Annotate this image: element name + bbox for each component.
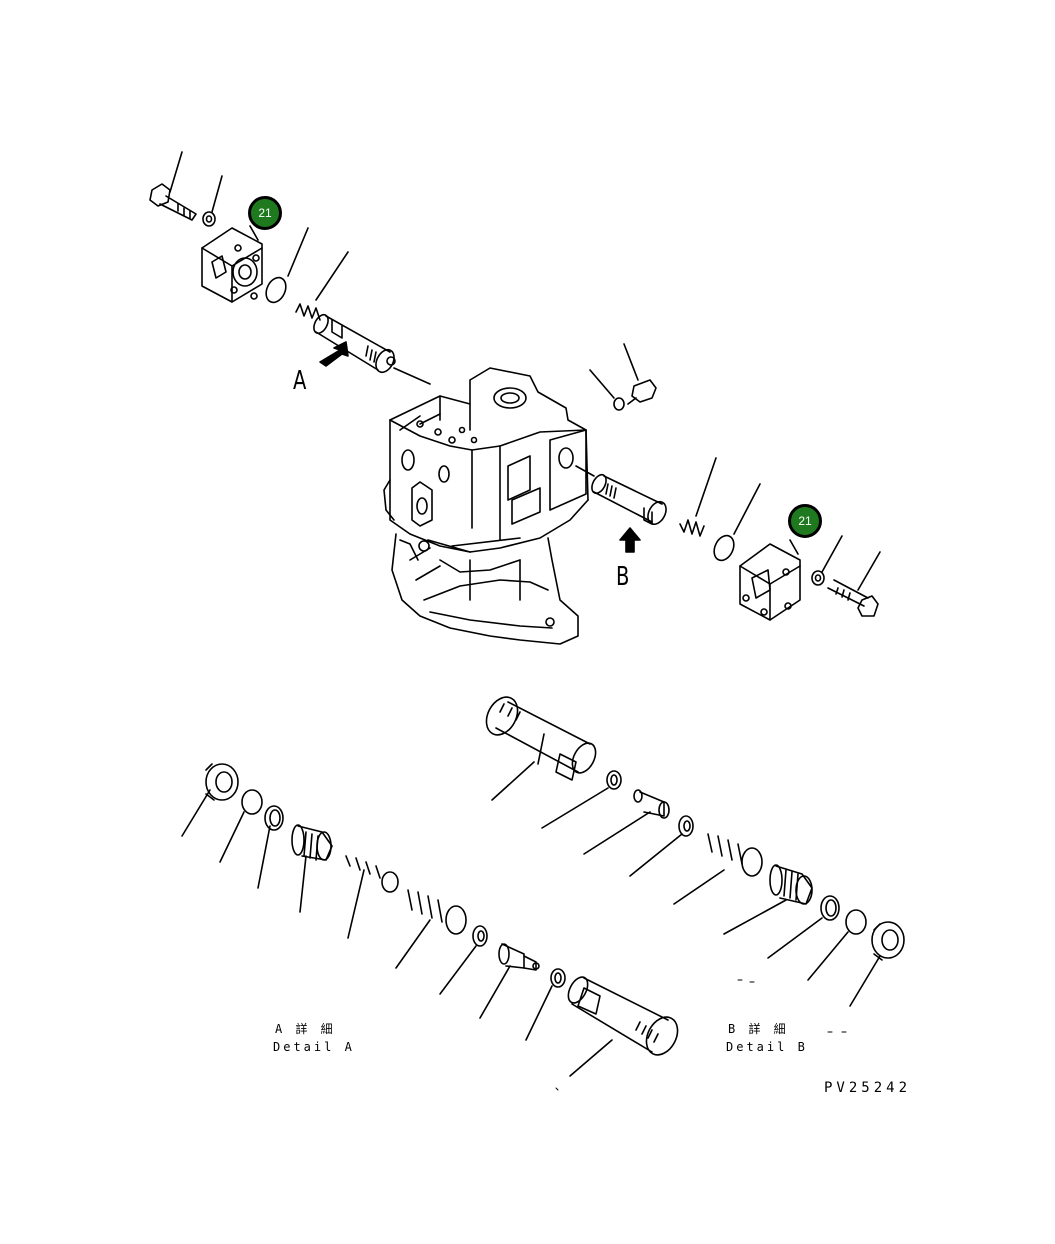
view-label-b: B <box>616 562 630 592</box>
washer-a <box>202 175 223 227</box>
detail-a-caption-en: Detail A <box>273 1040 355 1054</box>
bolt-a <box>149 151 197 221</box>
stray-marks <box>555 979 847 1091</box>
spool-b <box>575 465 667 526</box>
o-ring-a <box>265 227 309 304</box>
callout-number: 21 <box>258 206 272 220</box>
bolt-b <box>827 551 881 617</box>
o-ring-b <box>713 483 761 562</box>
detail-a-parts <box>181 763 679 1077</box>
drawing-code: PV25242 <box>824 1080 912 1096</box>
detail-b-piston <box>723 864 813 935</box>
arrow-b <box>619 527 641 553</box>
callout-number: 21 <box>798 514 812 528</box>
spool-a <box>313 313 431 385</box>
detail-b-o-ring <box>807 909 867 981</box>
detail-a-nut <box>181 763 239 837</box>
detail-a-poppet <box>479 943 540 1019</box>
plug <box>623 343 657 405</box>
detail-b-seal <box>541 770 622 829</box>
flange-cover-b <box>739 539 801 621</box>
detail-b-poppet <box>583 789 670 855</box>
detail-a-ring <box>257 805 284 889</box>
washer-b <box>811 535 843 586</box>
detail-a-spring-1 <box>345 855 399 939</box>
detail-b-caption-jp: B 詳 細 <box>728 1022 789 1036</box>
plug-o-ring <box>589 369 625 411</box>
arrow-a <box>319 341 349 367</box>
detail-b-washer <box>629 815 694 877</box>
valve-body <box>383 367 589 645</box>
detail-a-piston <box>291 824 333 913</box>
flange-cover-a <box>201 225 263 303</box>
detail-a-washer <box>439 925 488 995</box>
part-callout-21-a[interactable]: 21 <box>248 196 282 230</box>
spring-b <box>679 457 717 537</box>
view-label-a: A <box>293 366 307 396</box>
detail-b-spring <box>673 833 763 905</box>
detail-a-seal <box>525 968 566 1041</box>
detail-a-spring-2 <box>395 889 467 969</box>
detail-b-nut <box>849 921 905 1007</box>
detail-b-parts <box>485 696 905 1007</box>
detail-a-o-ring-1 <box>219 789 263 863</box>
detail-b-spool <box>485 696 597 801</box>
detail-b-caption-en: Detail B <box>726 1040 808 1054</box>
detail-a-spool <box>567 976 679 1077</box>
detail-a-caption-jp: A 詳 細 <box>275 1022 336 1036</box>
part-callout-21-b[interactable]: 21 <box>788 504 822 538</box>
spring-a <box>295 251 349 321</box>
detail-b-ring <box>767 895 840 959</box>
